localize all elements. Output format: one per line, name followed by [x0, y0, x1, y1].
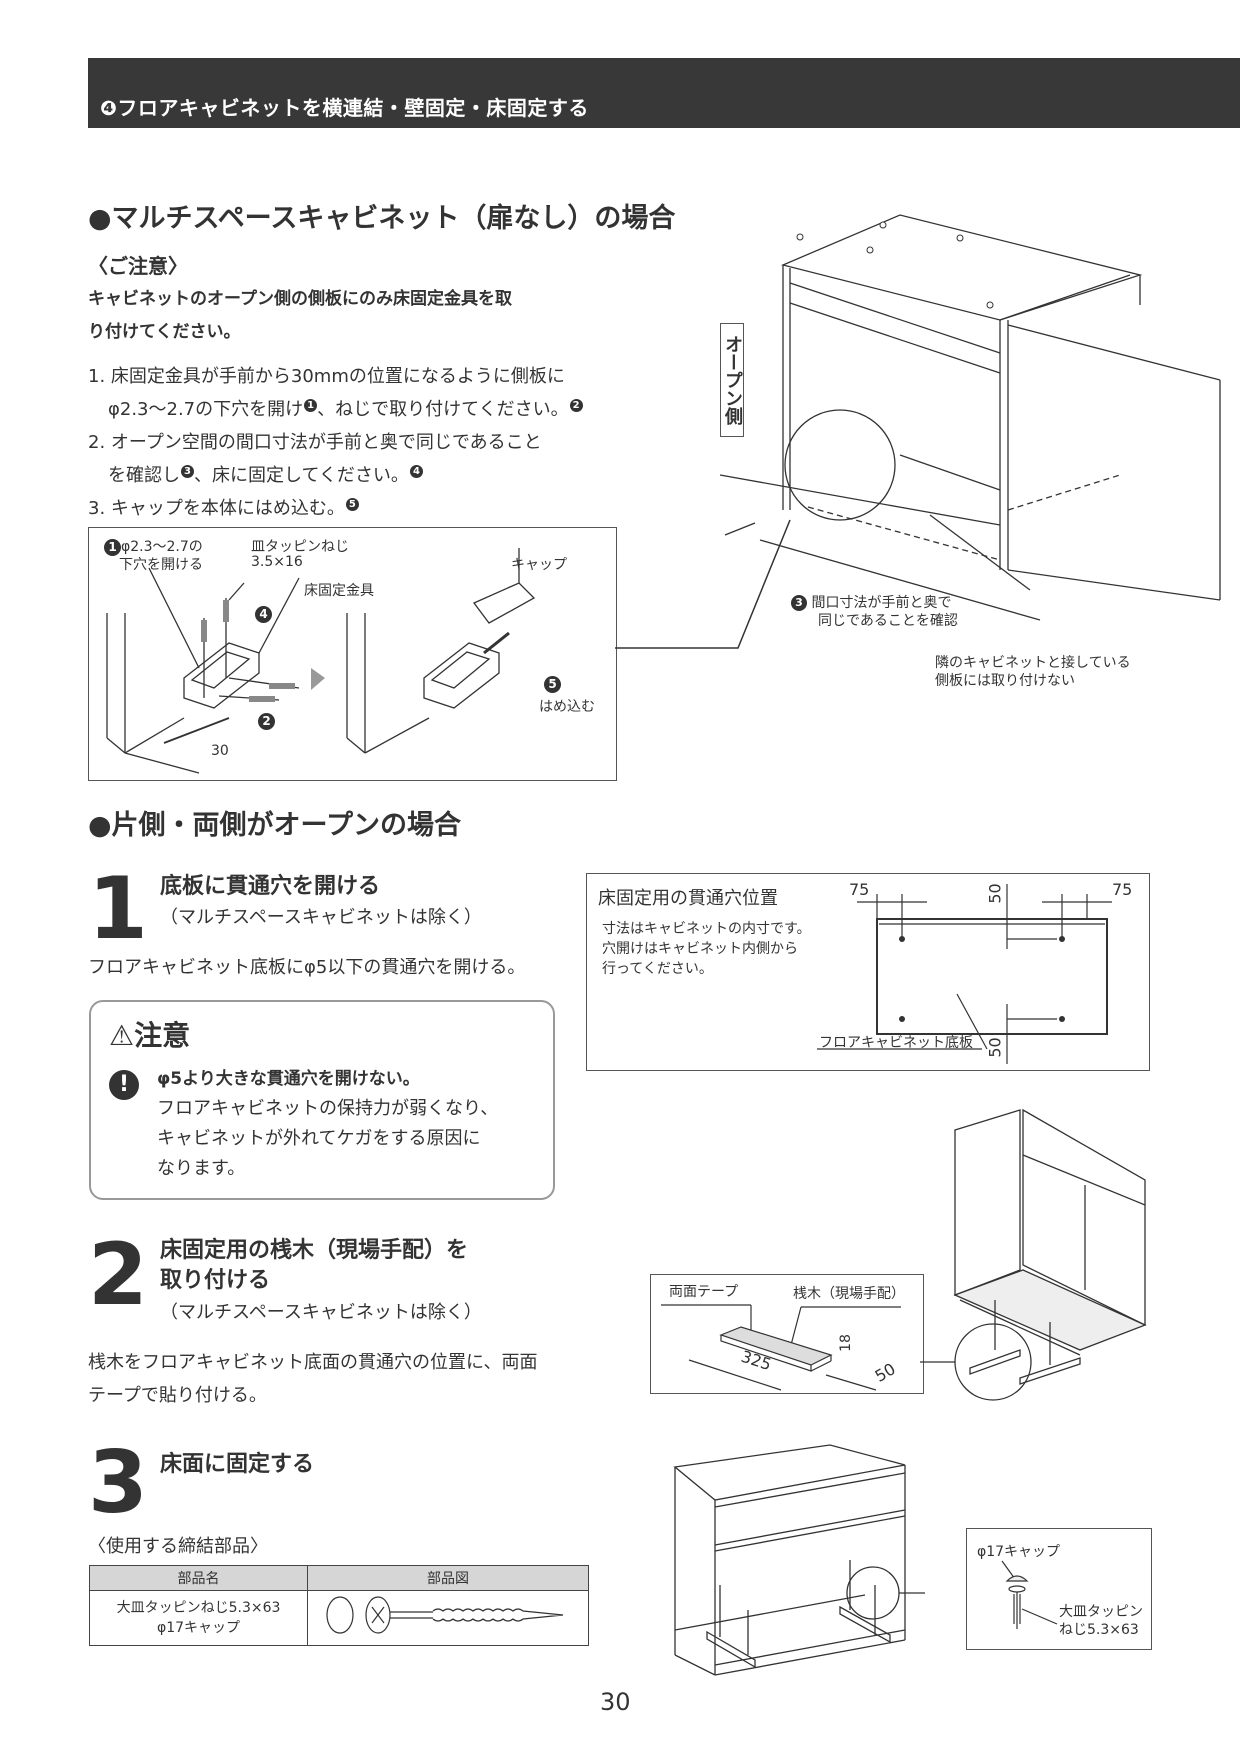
dim-top-50: 50: [985, 883, 1005, 904]
table-header: 部品図: [307, 1565, 589, 1591]
multispace-section-title: ●マルチスペースキャビネット（扉なし）の場合: [88, 203, 676, 234]
floor-fixing-cabinet-illustration: [673, 1444, 925, 1676]
dim-bottom-50: 50: [985, 1037, 1005, 1058]
label-screw-large: 大皿タッピン: [1059, 1604, 1143, 1620]
hole-position-diagram: [817, 884, 1112, 1064]
check-label: 3 間口寸法が手前と奥で: [790, 592, 951, 612]
note-heading: 〈ご注意〉: [88, 254, 188, 278]
screw-detail-box: φ17キャップ 大皿タッピン ねじ5.3×63: [966, 1528, 1152, 1650]
step-2-body: 桟木をフロアキャビネット底面の貫通穴の位置に、両面テープで貼り付ける。: [88, 1352, 538, 1406]
adjacent-label-2: 側板には取り付けない: [935, 673, 1075, 689]
check-label-2: 同じであることを確認: [818, 613, 958, 629]
note-body: キャビネットのオープン側の側板にのみ床固定金具を取 り付けてください。: [88, 283, 512, 349]
step-1-title: 底板に貫通穴を開ける: [160, 874, 381, 899]
label-hole-2: 下穴を開ける: [119, 557, 203, 573]
caution-box: ⚠注意 ! φ5より大きな貫通穴を開けない。 フロアキャビネットの保持力が弱くな…: [89, 1000, 555, 1200]
warning-triangle-icon: ⚠: [109, 1019, 135, 1052]
marker-5-icon: 5: [345, 498, 359, 511]
dim-18: 18: [837, 1334, 854, 1352]
dim-left-75: 75: [849, 880, 870, 899]
label-cap: キャップ: [511, 557, 567, 573]
open-section-title: ●片側・両側がオープンの場合: [88, 810, 461, 841]
dim-30: 30: [211, 743, 229, 759]
section-header-bar: ❹フロアキャビネットを横連結・壁固定・床固定する: [88, 58, 1240, 128]
caution-heading: ⚠注意: [109, 1019, 191, 1052]
next-arrow-icon: [311, 668, 325, 690]
label-bracket: 床固定金具: [304, 583, 374, 599]
batten-illustration: [661, 1304, 901, 1391]
hole-position-desc: 行ってください。: [602, 961, 713, 977]
caution-body: φ5より大きな貫通穴を開けない。 フロアキャビネットの保持力が弱くなり、 キャビ…: [157, 1069, 499, 1179]
exclamation-icon: !: [109, 1070, 139, 1100]
batten-detail-box: 両面テープ 桟木（現場手配） 325 18 50: [650, 1274, 924, 1394]
parts-heading: 〈使用する締結部品〉: [88, 1536, 268, 1557]
table-header: 部品名: [89, 1565, 308, 1591]
bracket-detail-illustration: [106, 548, 536, 774]
label-phi17-cap: φ17キャップ: [977, 1544, 1061, 1560]
marker-3-icon: 3: [181, 465, 194, 478]
marker-4-icon: 4: [255, 606, 272, 623]
step-1-body: フロアキャビネット底板にφ5以下の貫通穴を開ける。: [88, 957, 526, 978]
marker-4-icon: 4: [409, 465, 423, 478]
screw-and-cap-icon: [326, 1596, 564, 1634]
step-item: 1. 床固定金具が手前から30mmの位置になるように側板に: [88, 366, 565, 387]
label-snap: はめ込む: [539, 699, 595, 715]
step-item: 3. キャップを本体にはめ込む。5: [88, 492, 583, 525]
step-2-title: 床固定用の桟木（現場手配）を取り付ける: [160, 1238, 469, 1293]
adjacent-label: 隣のキャビネットと接している: [935, 655, 1131, 671]
screw-with-cap-icon: [1001, 1560, 1058, 1629]
hole-position-title: 床固定用の貫通穴位置: [598, 888, 778, 909]
step-1-subtitle: （マルチスペースキャビネットは除く）: [160, 907, 482, 928]
cabinet-underside-illustration: [920, 1108, 1147, 1401]
label-double-tape: 両面テープ: [669, 1284, 739, 1300]
label-batten: 桟木（現場手配）: [793, 1286, 905, 1302]
open-side-label: オープン側: [720, 323, 744, 437]
marker-2-icon: 2: [569, 399, 583, 412]
section-header-title: ❹フロアキャビネットを横連結・壁固定・床固定する: [100, 96, 589, 120]
marker-1-icon: 1: [304, 399, 318, 412]
label-screw-large-2: ねじ5.3×63: [1059, 1622, 1139, 1638]
page-number: 30: [600, 1688, 631, 1716]
dim-right-75: 75: [1112, 880, 1133, 899]
hole-position-desc: 寸法はキャビネットの内寸です。: [602, 921, 811, 937]
step-2-number: 2: [88, 1225, 148, 1325]
part-figure-cell: [307, 1590, 589, 1646]
marker-2-icon: 2: [258, 713, 275, 730]
note-line: り付けてください。: [88, 322, 241, 342]
step-1-number: 1: [88, 859, 148, 959]
parts-table-header-row: 部品名 部品図: [89, 1565, 589, 1591]
label-screw: 皿タッピンねじ: [251, 539, 349, 555]
step-3-title: 床面に固定する: [160, 1452, 315, 1477]
step-item: 2. オープン空間の間口寸法が手前と奥で同じであること: [88, 432, 542, 453]
hole-position-desc: 穴開けはキャビネット内側から: [602, 941, 798, 957]
label-screw-size: 3.5×16: [251, 554, 303, 570]
step-3-number: 3: [88, 1433, 148, 1533]
note-line: キャビネットのオープン側の側板にのみ床固定金具を取: [88, 289, 512, 309]
multispace-cabinet-illustration: [719, 214, 1221, 621]
step-2-subtitle: （マルチスペースキャビネットは除く）: [160, 1302, 482, 1323]
multispace-steps: 1. 床固定金具が手前から30mmの位置になるように側板に φ2.3〜2.7の下…: [88, 360, 583, 525]
hole-position-box: 床固定用の貫通穴位置 寸法はキャビネットの内寸です。 穴開けはキャビネット内側か…: [586, 873, 1150, 1071]
marker-5-icon: 5: [544, 676, 561, 693]
label-floor-board: フロアキャビネット底板: [819, 1035, 973, 1051]
